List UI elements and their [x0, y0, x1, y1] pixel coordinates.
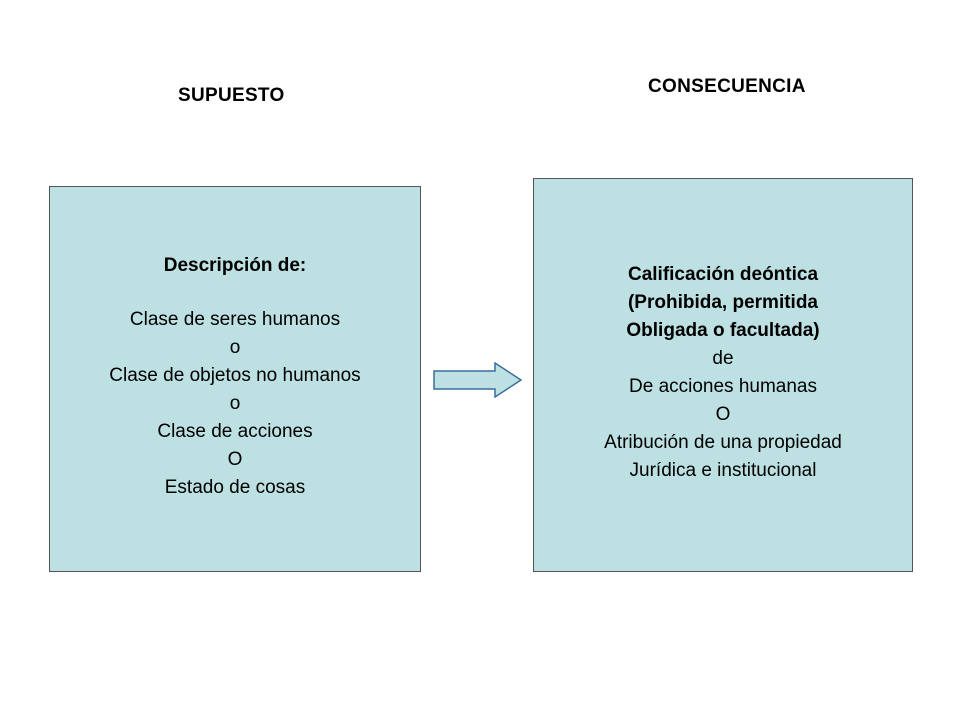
- consecuencia-line: Jurídica e institucional: [629, 460, 817, 481]
- consecuencia-box: Calificación deóntica (Prohibida, permit…: [533, 178, 913, 572]
- consecuencia-bold-line: Obligada o facultada): [626, 320, 820, 341]
- consecuencia-line: de: [712, 348, 734, 369]
- consecuencia-box-content: Calificación deóntica (Prohibida, permit…: [534, 261, 912, 485]
- consecuencia-line: O: [715, 404, 731, 425]
- consecuencia-heading: CONSECUENCIA: [648, 76, 806, 97]
- arrow-shape: [433, 362, 523, 398]
- supuesto-box: Descripción de: Clase de seres humanos o…: [49, 186, 421, 572]
- consecuencia-bold-line: Calificación deóntica: [627, 264, 819, 285]
- supuesto-line: Clase de objetos no humanos: [109, 365, 361, 386]
- supuesto-line: Estado de cosas: [164, 477, 306, 498]
- supuesto-box-content: Descripción de: Clase de seres humanos o…: [50, 252, 420, 502]
- consecuencia-bold-line: (Prohibida, permitida: [627, 292, 819, 313]
- supuesto-line: Clase de acciones: [157, 421, 313, 442]
- supuesto-heading: SUPUESTO: [178, 85, 285, 106]
- supuesto-line: o: [229, 337, 241, 358]
- spacer: [50, 280, 420, 306]
- supuesto-line: O: [227, 449, 243, 470]
- right-arrow-icon: [433, 362, 523, 398]
- supuesto-line: o: [229, 393, 241, 414]
- supuesto-title: Descripción de:: [163, 255, 307, 276]
- consecuencia-line: Atribución de una propiedad: [604, 432, 842, 453]
- consecuencia-line: De acciones humanas: [629, 376, 817, 397]
- supuesto-line: Clase de seres humanos: [129, 309, 341, 330]
